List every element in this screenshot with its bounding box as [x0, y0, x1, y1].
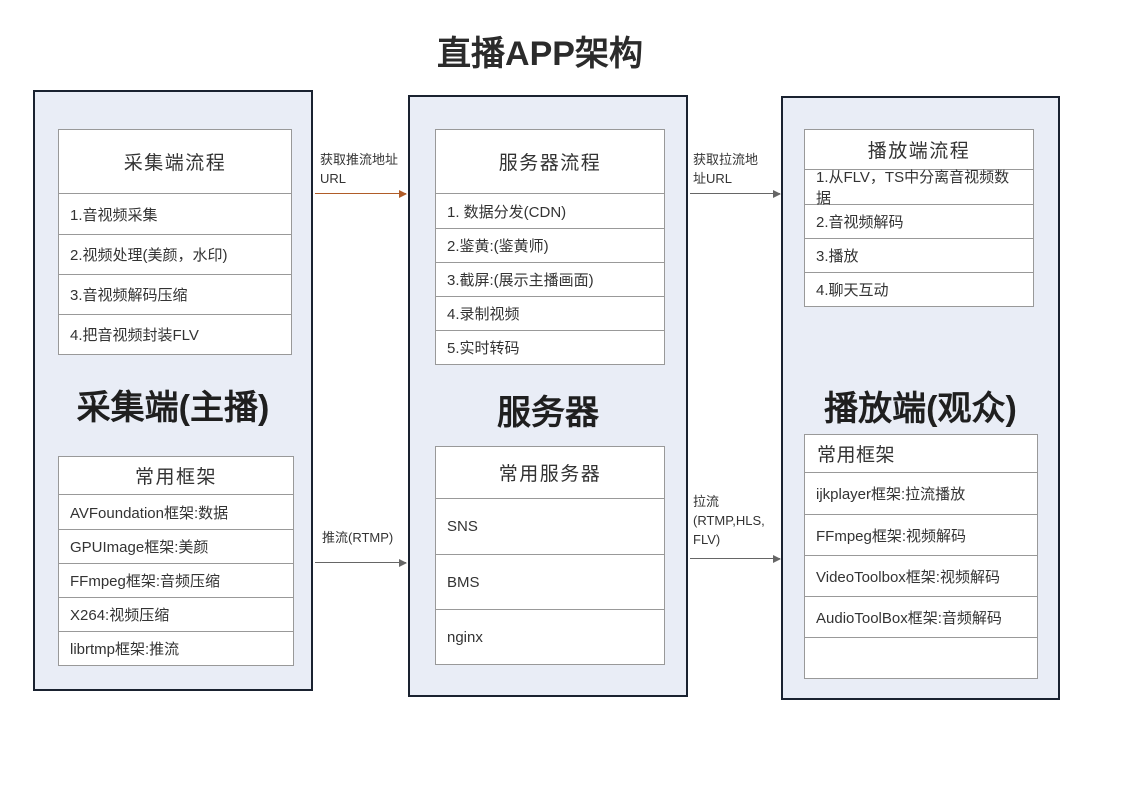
panel-player: 播放端流程 1.从FLV，TS中分离音视频数据 2.音视频解码 3.播放 4.聊… — [781, 96, 1060, 700]
framework-item: librtmp框架:推流 — [59, 631, 293, 665]
flow-step: 2.视频处理(美颜，水印) — [59, 234, 291, 274]
server-item: nginx — [436, 609, 664, 664]
framework-item: ijkplayer框架:拉流播放 — [816, 486, 966, 503]
arrow-right-icon — [773, 554, 781, 563]
flow-step: 5.实时转码 — [436, 330, 664, 364]
flow-step: 3.播放 — [805, 238, 1033, 272]
flow-step: 4.把音视频封装FLV — [59, 314, 291, 354]
framework-item: GPUImage框架:美颜 — [59, 529, 293, 563]
server-item: BMS — [436, 554, 664, 609]
framework-item: X264:视频压缩 — [59, 597, 293, 631]
arrow-pull-stream — [690, 554, 781, 563]
flow-step: 3.音视频解码压缩 — [59, 274, 291, 314]
arrow-right-icon — [399, 558, 407, 567]
capture-frameworks-box: 常用框架 AVFoundation框架:数据 GPUImage框架:美颜 FFm… — [58, 456, 294, 666]
server-frameworks-box: 常用服务器 SNS BMS nginx — [435, 446, 665, 665]
panel-server: 服务器流程 1. 数据分发(CDN) 2.鉴黄:(鉴黄师) 3.截屏:(展示主播… — [408, 95, 688, 697]
arrow-right-icon — [773, 189, 781, 198]
player-flow-box: 播放端流程 1.从FLV，TS中分离音视频数据 2.音视频解码 3.播放 4.聊… — [804, 129, 1034, 307]
framework-item-empty — [805, 637, 1037, 678]
arrow-right-icon — [399, 189, 407, 198]
capture-flow-header: 采集端流程 — [59, 130, 291, 194]
frameworks-header: 常用框架 — [805, 435, 1037, 473]
flow-step: 3.截屏:(展示主播画面) — [436, 262, 664, 296]
arrow-label-pull-url: 获取拉流地 址URL — [693, 152, 759, 186]
panel-capture: 采集端流程 1.音视频采集 2.视频处理(美颜，水印) 3.音视频解码压缩 4.… — [33, 90, 313, 691]
flow-step: 4.录制视频 — [436, 296, 664, 330]
framework-item: AVFoundation框架:数据 — [70, 504, 229, 522]
player-frameworks-box: 常用框架 ijkplayer框架:拉流播放 FFmpeg框架:视频解码 Vide… — [804, 434, 1038, 679]
framework-item: FFmpeg框架:音频压缩 — [59, 563, 293, 597]
capture-flow-box: 采集端流程 1.音视频采集 2.视频处理(美颜，水印) 3.音视频解码压缩 4.… — [58, 129, 292, 355]
flow-step: 1.音视频采集 — [70, 206, 158, 224]
page-title: 直播APP架构 — [437, 35, 643, 73]
flow-step: 2.鉴黄:(鉴黄师) — [436, 228, 664, 262]
arrow-get-pull-url — [690, 189, 781, 198]
player-title: 播放端(观众) — [824, 390, 1017, 428]
player-flow-header: 播放端流程 — [805, 130, 1033, 170]
arrow-label-pull-stream: 拉流 (RTMP,HLS, FLV) — [693, 494, 765, 547]
frameworks-header: 常用框架 — [59, 457, 293, 495]
flow-step: 2.音视频解码 — [805, 204, 1033, 238]
frameworks-header: 常用服务器 — [436, 447, 664, 499]
arrow-push-stream — [315, 558, 407, 567]
arrow-label-push-url: 获取推流地址 URL — [320, 152, 399, 186]
arrow-get-push-url — [315, 189, 407, 198]
framework-item: AudioToolBox框架:音频解码 — [805, 596, 1037, 637]
flow-step: 1.从FLV，TS中分离音视频数据 — [816, 169, 1010, 207]
flow-step: 4.聊天互动 — [805, 272, 1033, 306]
server-flow-header: 服务器流程 — [436, 130, 664, 194]
framework-item: FFmpeg框架:视频解码 — [805, 514, 1037, 555]
arrow-label-push-stream: 推流(RTMP) — [322, 530, 394, 545]
flow-step: 1. 数据分发(CDN) — [447, 203, 567, 221]
server-flow-box: 服务器流程 1. 数据分发(CDN) 2.鉴黄:(鉴黄师) 3.截屏:(展示主播… — [435, 129, 665, 365]
capture-title: 采集端(主播) — [76, 389, 270, 427]
server-item: SNS — [447, 518, 478, 535]
server-title: 服务器 — [497, 394, 599, 432]
framework-item: VideoToolbox框架:视频解码 — [805, 555, 1037, 596]
